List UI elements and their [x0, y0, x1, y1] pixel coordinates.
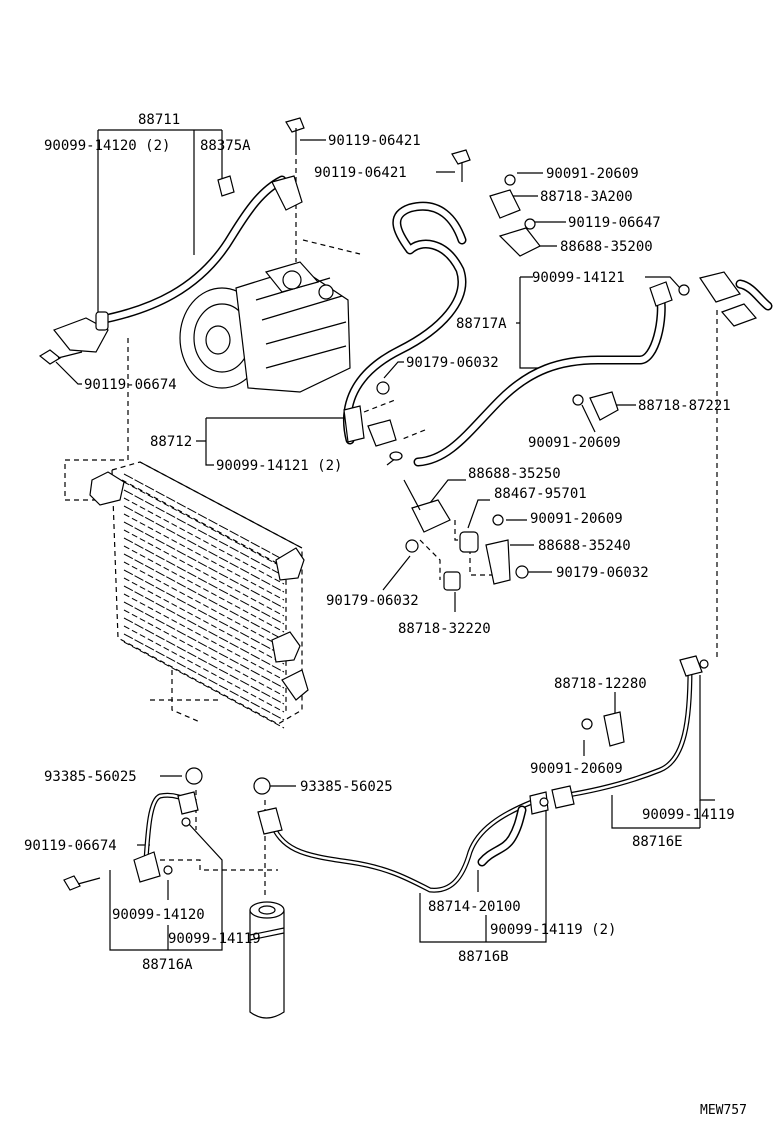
label-88718-12280: 88718-12280 [554, 676, 647, 692]
label-88717A: 88717A [456, 316, 507, 332]
label-90099-14119-a: 90099-14119 [642, 807, 735, 823]
label-90091-20609-a: 90091-20609 [546, 166, 639, 182]
condenser-fin [123, 521, 285, 609]
label-88716E: 88716E [632, 834, 683, 850]
label-90119-06421-b: 90119-06421 [314, 165, 407, 181]
label-90119-06674-a: 90119-06674 [84, 377, 177, 393]
label-88467-95701: 88467-95701 [494, 486, 587, 502]
label-90119-06674-b: 90119-06674 [24, 838, 117, 854]
condenser-fin [123, 593, 285, 681]
label-90099-14121: 90099-14121 [532, 270, 625, 286]
label-90099-14119-2: 90099-14119 (2) [490, 922, 616, 938]
label-88711: 88711 [138, 112, 180, 128]
label-90099-14120: 90099-14120 [112, 907, 205, 923]
condenser-fin [123, 497, 285, 585]
label-88714-20100: 88714-20100 [428, 899, 521, 915]
condenser-fin [123, 529, 285, 617]
condenser-fin [123, 489, 285, 577]
leader-lines [55, 129, 715, 951]
condenser-fin [123, 513, 285, 601]
label-90179-06032-a: 90179-06032 [406, 355, 499, 371]
label-90119-06421-a: 90119-06421 [328, 133, 421, 149]
condenser-fin [123, 625, 285, 713]
diagram-code: MEW757 [700, 1103, 747, 1118]
condenser-fin [123, 609, 285, 697]
condenser-fin [123, 601, 285, 689]
label-93385-56025-a: 93385-56025 [44, 769, 137, 785]
label-90179-06032-b: 90179-06032 [556, 565, 649, 581]
condenser-fin [123, 585, 285, 673]
condenser-fin [123, 641, 285, 729]
label-88375A: 88375A [200, 138, 251, 154]
dashed-guides [64, 150, 718, 895]
label-90099-14121-2: 90099-14121 (2) [216, 458, 342, 474]
condenser-fin [123, 545, 285, 633]
condenser-fin [123, 473, 285, 561]
condenser-fin [123, 553, 285, 641]
label-90091-20609-d: 90091-20609 [530, 761, 623, 777]
label-90119-06647: 90119-06647 [568, 215, 661, 231]
condenser-fin [123, 481, 285, 569]
condenser-fin [123, 617, 285, 705]
small-parts [38, 117, 758, 1019]
condenser-fin [123, 633, 285, 721]
label-93385-56025-b: 93385-56025 [300, 779, 393, 795]
label-88718-32220: 88718-32220 [398, 621, 491, 637]
condenser-fin [123, 537, 285, 625]
label-88712: 88712 [150, 434, 192, 450]
compressor [179, 261, 351, 393]
condenser-fin [123, 569, 285, 657]
part-labels: 88711 90099-14120 (2) 88375A 90119-06421… [24, 112, 747, 1118]
label-88688-35200: 88688-35200 [560, 239, 653, 255]
condenser-fin [123, 577, 285, 665]
label-88688-35240: 88688-35240 [538, 538, 631, 554]
label-88718-87221: 88718-87221 [638, 398, 731, 414]
label-90099-14119-b: 90099-14119 [168, 931, 261, 947]
label-90091-20609-c: 90091-20609 [530, 511, 623, 527]
condenser-fin [123, 505, 285, 593]
condenser-fin [123, 561, 285, 649]
label-90091-20609-b: 90091-20609 [528, 435, 621, 451]
label-90099-14120-2: 90099-14120 (2) [44, 138, 170, 154]
pipes [95, 175, 773, 893]
condenser [89, 461, 309, 729]
label-90179-06032-c: 90179-06032 [326, 593, 419, 609]
label-88716A: 88716A [142, 957, 193, 973]
label-88718-3A200: 88718-3A200 [540, 189, 633, 205]
label-88688-35250: 88688-35250 [468, 466, 561, 482]
label-88716B: 88716B [458, 949, 509, 965]
